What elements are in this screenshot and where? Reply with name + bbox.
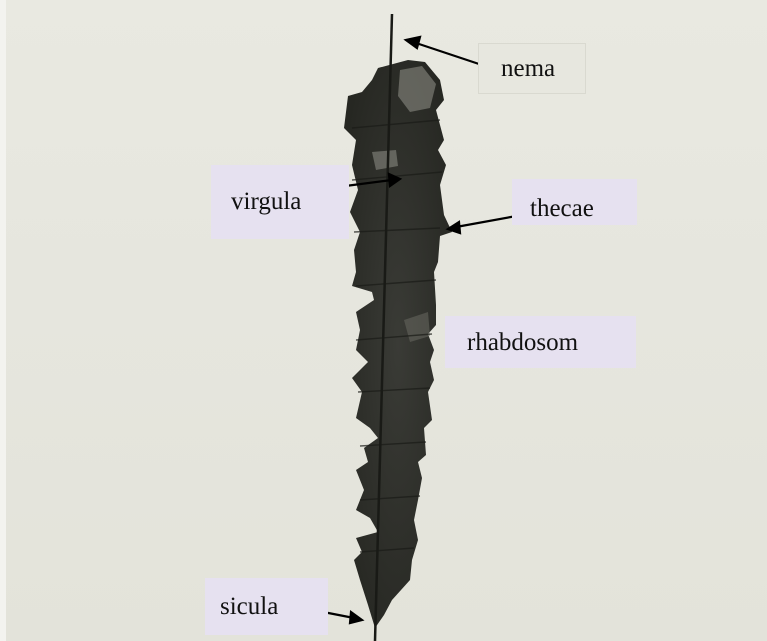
rhabdosome-body	[344, 60, 452, 628]
thecae-label: thecae	[512, 179, 637, 225]
sicula-label-text: sicula	[220, 594, 278, 619]
rhabdosom-label: rhabdosom	[445, 316, 636, 368]
nema-label-text: nema	[501, 56, 555, 81]
nema-arrowhead	[406, 37, 420, 48]
virgula-label-text: virgula	[231, 189, 301, 214]
sicula-arrowhead	[350, 612, 362, 623]
thecae-label-text: thecae	[530, 196, 594, 221]
nema-arrow	[416, 43, 479, 64]
nema-label: nema	[478, 43, 586, 94]
sicula-label: sicula	[205, 578, 328, 635]
virgula-label: virgula	[211, 165, 349, 239]
rhabdosom-label-text: rhabdosom	[467, 330, 578, 355]
